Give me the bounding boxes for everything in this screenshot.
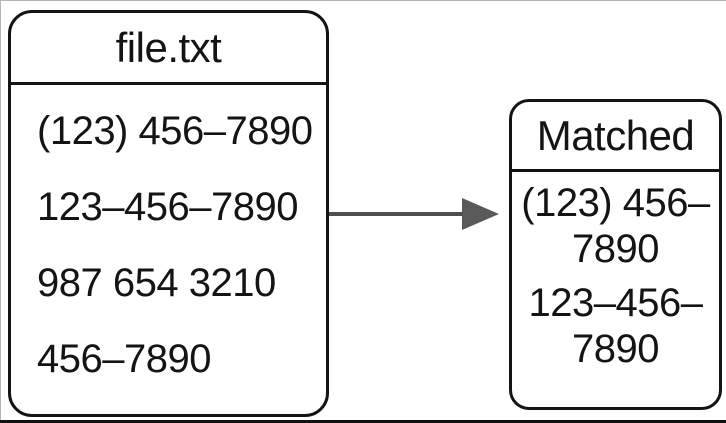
top-edge-line (0, 0, 726, 1)
phone-list-item: 456–7890 (37, 336, 211, 381)
phone-list-item: (123) 456–7890 (37, 108, 313, 153)
matched-box-title: Matched (512, 102, 719, 172)
right-arrow-icon (329, 198, 499, 230)
matched-list-item: 123–456– 7890 (529, 280, 703, 372)
left-edge-line (0, 0, 1, 423)
file-box: file.txt (123) 456–7890 123–456–7890 987… (8, 10, 329, 417)
phone-list-item: 123–456–7890 (37, 184, 298, 229)
matched-entry-line: (123) 456– (521, 181, 710, 225)
matched-list-item: (123) 456– 7890 (521, 180, 710, 272)
bottom-edge-bar (0, 420, 726, 423)
matched-entry-line: 7890 (572, 227, 659, 271)
matched-entry-line: 7890 (572, 327, 659, 371)
phone-list: (123) 456–7890 123–456–7890 987 654 3210… (11, 85, 326, 397)
file-box-title: file.txt (11, 13, 326, 85)
matched-entry-line: 123–456– (528, 281, 703, 325)
matched-box: Matched (123) 456– 7890 123–456– 7890 (509, 99, 722, 410)
phone-list-item: 987 654 3210 (37, 260, 276, 305)
matched-list: (123) 456– 7890 123–456– 7890 (512, 172, 719, 372)
